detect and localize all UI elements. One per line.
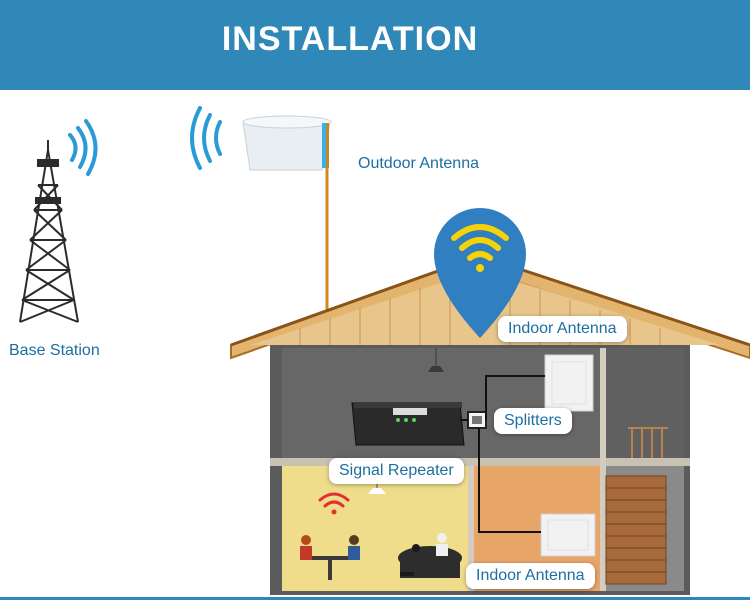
- splitter-icon: [467, 411, 487, 429]
- base-station-label: Base Station: [9, 342, 100, 359]
- wifi-icon: [318, 492, 350, 508]
- tower-signal-waves: [68, 119, 98, 176]
- outdoor-antenna-waves: [190, 106, 222, 170]
- indoor-panel-antenna-icon: [544, 354, 594, 412]
- panel-antenna-icon: [242, 115, 332, 171]
- restaurant-scene: [300, 533, 462, 580]
- indoor-antenna-top-label: Indoor Antenna: [498, 316, 627, 342]
- page-title: INSTALLATION: [221, 20, 479, 58]
- wifi-location-pin-icon: [434, 208, 526, 338]
- splitters-label: Splitters: [494, 408, 572, 434]
- coax-cables: [460, 375, 545, 533]
- header-banner: INSTALLATION: [0, 0, 750, 90]
- outdoor-antenna-label: Outdoor Antenna: [358, 155, 479, 172]
- signal-repeater-device: [351, 402, 465, 446]
- signal-repeater-label: Signal Repeater: [329, 458, 464, 484]
- indoor-panel-antenna-lower-icon: [540, 513, 596, 557]
- cell-tower-icon: [19, 140, 79, 323]
- indoor-antenna-bottom-label: Indoor Antenna: [466, 563, 595, 589]
- footer-rule: [0, 597, 750, 600]
